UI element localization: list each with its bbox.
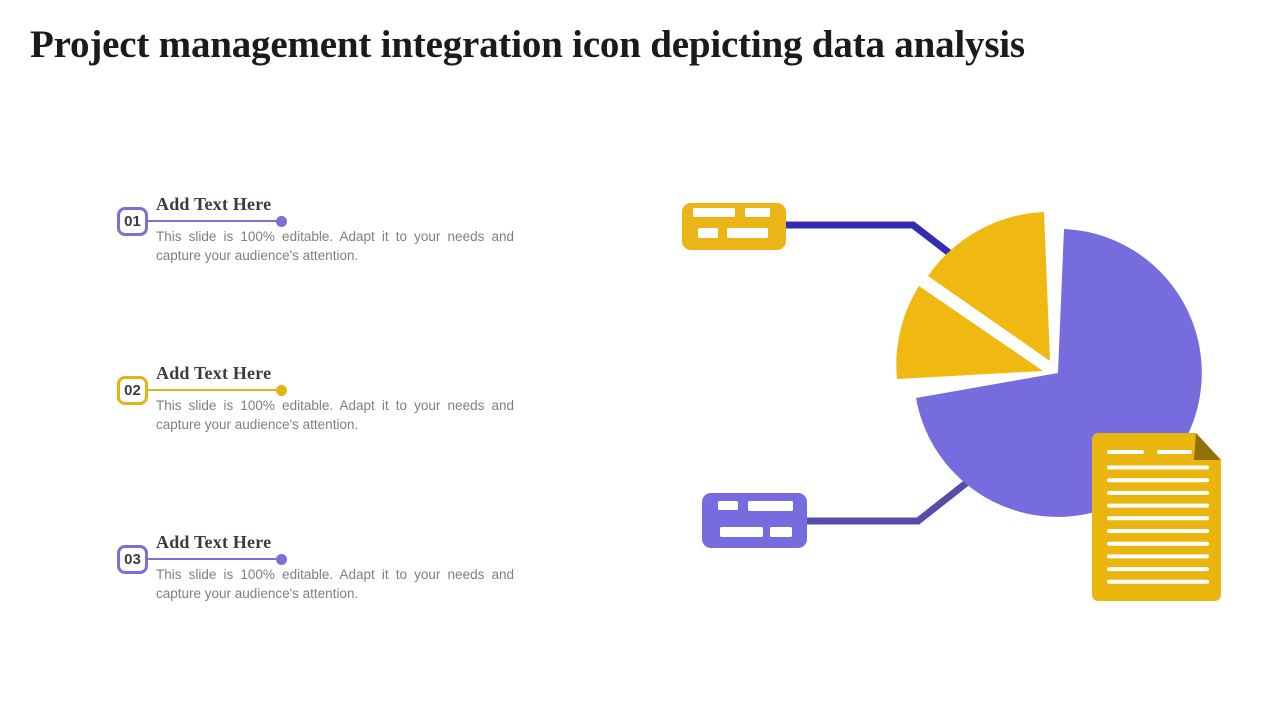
pie-slice-exploded: [896, 286, 1043, 379]
step-number-badge: 02: [117, 376, 148, 405]
document-title-row: [1107, 450, 1192, 454]
step-number: 01: [124, 213, 141, 230]
step-number: 03: [124, 551, 141, 568]
slide-title: Project management integration icon depi…: [30, 23, 1025, 66]
list-item: 03 Add Text Here This slide is 100% edit…: [117, 532, 522, 644]
list-item: 01 Add Text Here This slide is 100% edit…: [117, 194, 522, 306]
list-item: 02 Add Text Here This slide is 100% edit…: [117, 363, 522, 475]
item-body: This slide is 100% editable. Adapt it to…: [156, 229, 514, 263]
document-folded-corner: [1194, 433, 1221, 460]
document-text-line: [1107, 478, 1209, 483]
document-text-line: [1107, 567, 1209, 572]
document-text-line: [1107, 541, 1209, 546]
document-text-line: [1107, 554, 1209, 559]
document-text-line: [1107, 503, 1209, 508]
document-text-line: [1107, 465, 1209, 470]
step-number: 02: [124, 382, 141, 399]
step-number-badge: 03: [117, 545, 148, 574]
connector-line-top: [786, 221, 955, 258]
item-heading: Add Text Here: [156, 363, 272, 383]
leader-dot: [276, 216, 287, 227]
item-heading: Add Text Here: [156, 194, 272, 214]
leader-line: [148, 220, 282, 222]
step-number-badge: 01: [117, 207, 148, 236]
leader-line: [148, 558, 282, 560]
document-text-line: [1107, 490, 1209, 495]
leader-line: [148, 389, 282, 391]
document-icon: [1092, 433, 1221, 601]
data-card-gold-icon: [682, 203, 786, 250]
leader-dot: [276, 554, 287, 565]
document-text-line: [1107, 579, 1209, 584]
document-text-line: [1107, 516, 1209, 521]
pie-slice-upper: [928, 212, 1050, 361]
item-body: This slide is 100% editable. Adapt it to…: [156, 567, 514, 601]
item-body: This slide is 100% editable. Adapt it to…: [156, 398, 514, 432]
item-heading: Add Text Here: [156, 532, 272, 552]
document-text-lines: [1107, 465, 1209, 584]
leader-dot: [276, 385, 287, 396]
connector-line-bottom: [806, 470, 982, 525]
data-card-purple-icon: [702, 493, 807, 548]
document-text-line: [1107, 529, 1209, 533]
